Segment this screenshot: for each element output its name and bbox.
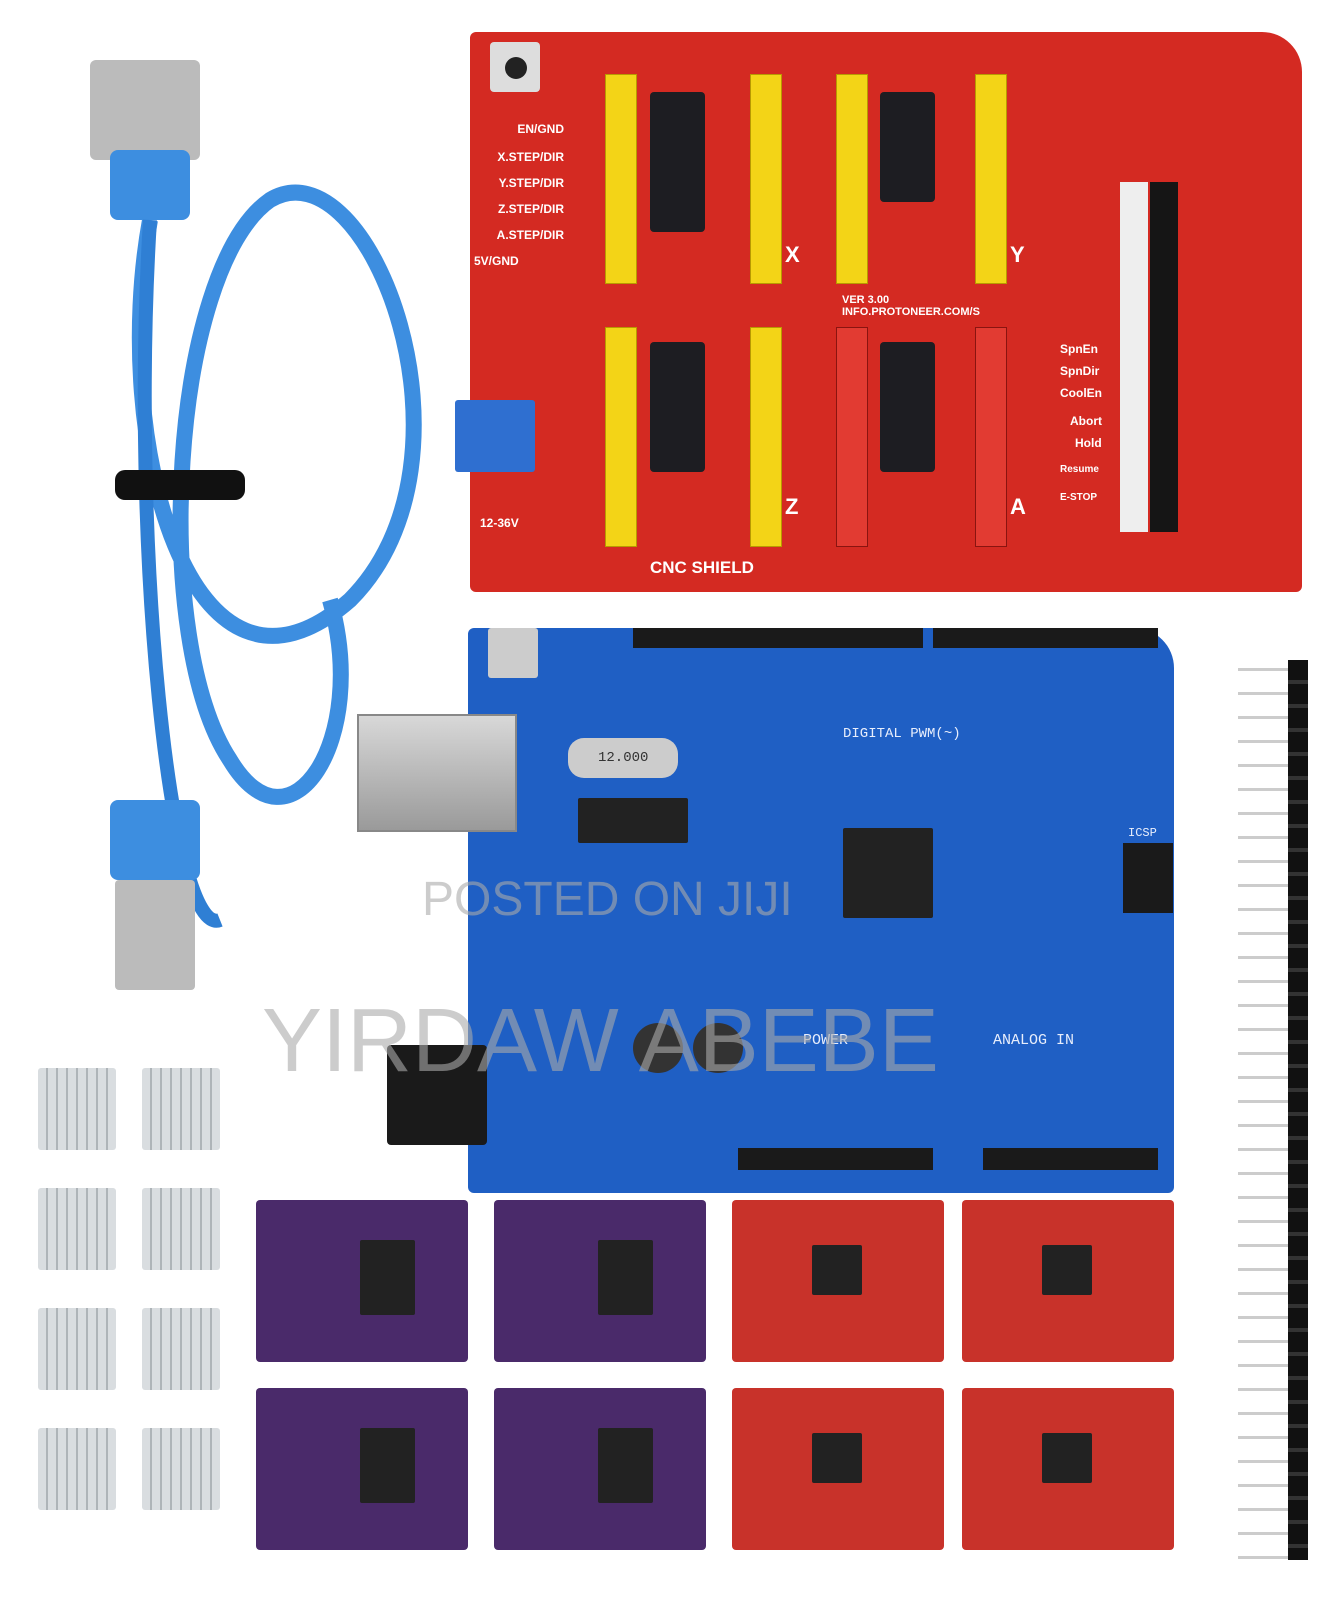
right-label: SpnDir: [1060, 364, 1100, 378]
driver-chip: [812, 1245, 862, 1295]
capacitor: [880, 92, 935, 202]
driver-chip: [598, 1428, 653, 1503]
voltage-label: 12-36V: [480, 516, 519, 530]
heatsink: [38, 1188, 116, 1270]
heatsink: [142, 1308, 220, 1390]
left-label: 5V/GND: [474, 254, 519, 268]
axis-label-a: A: [1010, 494, 1026, 519]
axis-label-z: Z: [785, 494, 799, 519]
heatsink: [142, 1188, 220, 1270]
arduino-board: DIGITAL PWM(~) 12.000 POWER ANALOG IN IC…: [468, 628, 1174, 1193]
crystal: [568, 738, 678, 778]
driver-chip: [360, 1428, 415, 1503]
crystal-label: 12.000: [598, 750, 649, 766]
driver-header: [836, 327, 868, 547]
reset-button-cap: [505, 57, 527, 79]
right-label: Hold: [1075, 436, 1102, 450]
watermark-line2: YIRDAW ABEBE: [262, 991, 939, 1091]
left-label: A.STEP/DIR: [496, 228, 564, 242]
analog-header: [983, 1148, 1158, 1170]
left-label: X.STEP/DIR: [497, 150, 564, 164]
heatsink: [142, 1428, 220, 1510]
driver-header: [975, 74, 1007, 284]
capacitor: [880, 342, 935, 472]
endstop-header-black: [1150, 182, 1178, 532]
digital-header: [633, 628, 923, 648]
driver-chip: [812, 1433, 862, 1483]
reset-button: [488, 628, 538, 678]
right-label: SpnEn: [1060, 342, 1098, 356]
capacitor: [633, 1023, 683, 1073]
heatsink: [142, 1068, 220, 1150]
usb-cable: [90, 60, 422, 990]
capacitor: [693, 1023, 743, 1073]
heatsink: [38, 1068, 116, 1150]
driver-header: [836, 74, 868, 284]
usb-chip: [578, 798, 688, 843]
left-label: EN/GND: [517, 122, 564, 136]
pin-header-pins: [1238, 660, 1288, 1560]
watermark-line1: POSTED ON JIJI: [422, 873, 793, 926]
driver-header: [605, 327, 637, 547]
right-label: E-STOP: [1060, 492, 1098, 503]
cnc-shield: EN/GND X.STEP/DIR Y.STEP/DIR Z.STEP/DIR …: [455, 32, 1302, 592]
icsp-label: ICSP: [1128, 826, 1157, 840]
endstop-header: [1120, 182, 1148, 532]
dc-jack: [387, 1045, 487, 1145]
usb-b-port: [357, 714, 517, 832]
power-header: [738, 1148, 933, 1170]
shield-title: CNC SHIELD: [650, 558, 754, 577]
url-label: INFO.PROTONEER.COM/S: [842, 306, 980, 318]
version-label: VER 3.00: [842, 294, 890, 306]
icsp-header: [1123, 843, 1173, 913]
capacitor: [650, 342, 705, 472]
right-label: Resume: [1060, 464, 1099, 475]
pin-header-strip: [1288, 660, 1308, 1560]
left-label: Z.STEP/DIR: [497, 202, 564, 216]
driver-chip: [598, 1240, 653, 1315]
driver-chip: [1042, 1245, 1092, 1295]
driver-header: [975, 327, 1007, 547]
driver-header: [750, 74, 782, 284]
heatsink: [38, 1428, 116, 1510]
analog-label: ANALOG IN: [993, 1032, 1075, 1049]
axis-label-y: Y: [1010, 242, 1025, 267]
power-label: POWER: [803, 1032, 849, 1049]
right-label: CoolEn: [1060, 386, 1102, 400]
capacitor: [650, 92, 705, 232]
power-terminal: [455, 400, 535, 472]
heatsink: [38, 1308, 116, 1390]
digital-label: DIGITAL PWM(~): [843, 726, 961, 742]
left-label: Y.STEP/DIR: [498, 176, 564, 190]
driver-chip: [360, 1240, 415, 1315]
axis-label-x: X: [785, 242, 800, 267]
right-label: Abort: [1070, 414, 1102, 428]
driver-header: [750, 327, 782, 547]
driver-chip: [1042, 1433, 1092, 1483]
driver-header: [605, 74, 637, 284]
digital-header: [933, 628, 1158, 648]
microcontroller: [843, 828, 933, 918]
